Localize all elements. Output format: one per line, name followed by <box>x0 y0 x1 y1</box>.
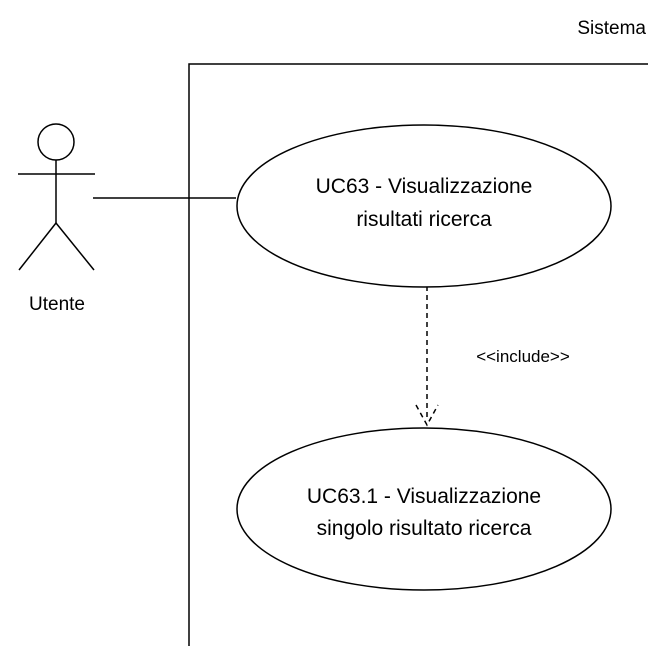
actor-label: Utente <box>29 294 85 315</box>
use-case-uc63-1-ellipse <box>236 427 612 591</box>
use-case-uc63-1-line1: UC63.1 - Visualizzazione <box>307 485 541 508</box>
use-case-uc63-ellipse <box>236 124 612 288</box>
actor-utente[interactable]: Utente <box>18 123 95 315</box>
system-label: Sistema <box>577 18 646 39</box>
include-arrowhead <box>415 404 439 427</box>
use-case-uc63-line2: risultati ricerca <box>356 208 492 231</box>
system-boundary-border <box>188 63 648 646</box>
include-relation[interactable]: <<include>> <box>415 286 570 427</box>
use-case-uc63[interactable]: UC63 - Visualizzazione risultati ricerca <box>236 124 612 288</box>
use-case-uc63-1-line2: singolo risultato ricerca <box>317 517 532 540</box>
system-boundary[interactable]: Sistema <box>188 18 648 646</box>
use-case-uc63-line1: UC63 - Visualizzazione <box>316 175 533 198</box>
use-case-uc63-1[interactable]: UC63.1 - Visualizzazione singolo risulta… <box>236 427 612 591</box>
include-label: <<include>> <box>476 347 570 366</box>
stick-figure-icon <box>18 123 95 271</box>
